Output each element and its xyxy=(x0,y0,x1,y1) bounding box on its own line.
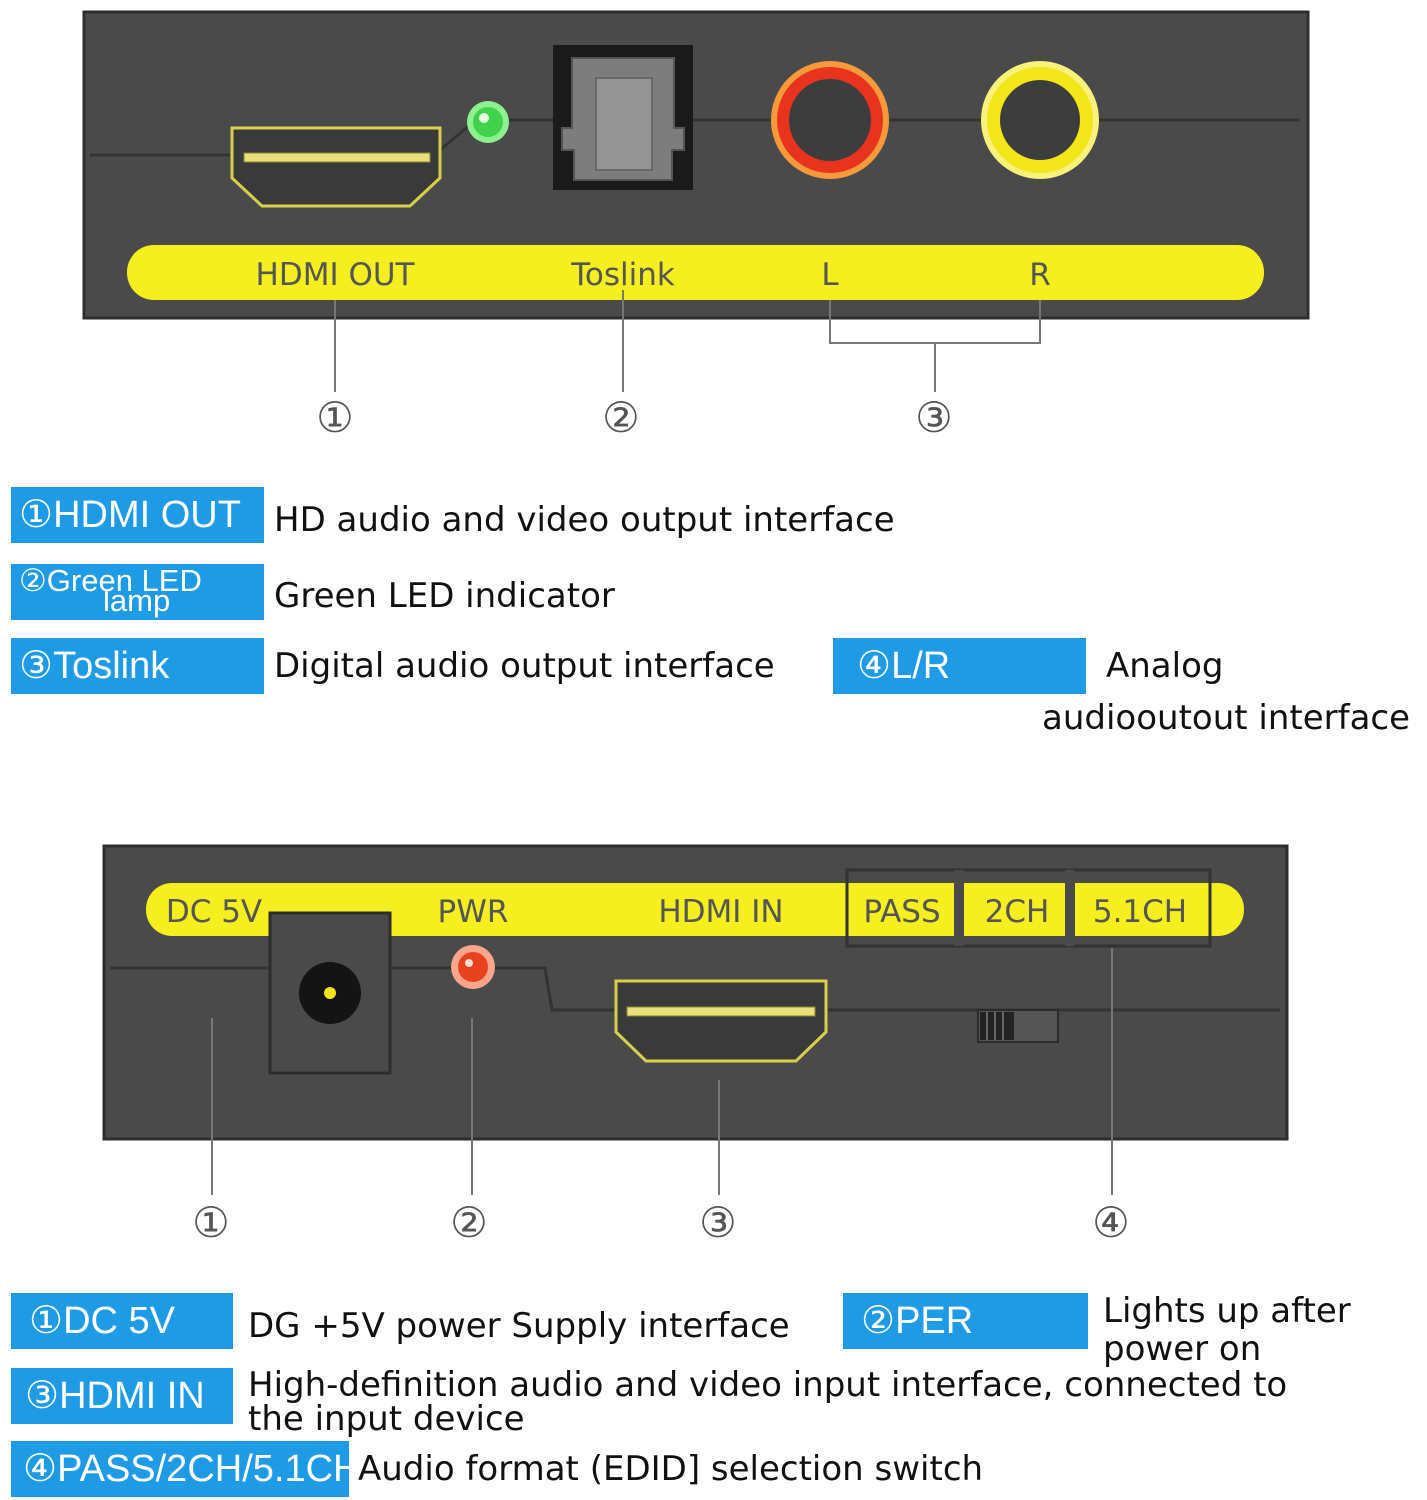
label-l: L xyxy=(821,257,839,293)
legend-desc-lr-line2: audiooutout interface xyxy=(1042,698,1411,738)
callout-2-top: ② xyxy=(602,393,640,442)
bottom-callouts xyxy=(211,948,1113,1195)
legend-desc-per-line2: power on xyxy=(1103,1329,1262,1369)
callout-1-top: ① xyxy=(316,393,354,442)
legend-desc-lr-line1: Analog xyxy=(1106,646,1224,686)
callout-1-bottom: ① xyxy=(192,1198,230,1247)
legend-desc-per-line1: Lights up after xyxy=(1103,1291,1351,1331)
label-r: R xyxy=(1029,257,1051,293)
legend-desc-dc5v: DG +5V power Supply interface xyxy=(248,1306,790,1346)
hdmi-out-port xyxy=(230,126,442,208)
legend-tag-toslink: ③Toslink xyxy=(11,638,264,694)
callout-4-bottom: ④ xyxy=(1092,1198,1130,1247)
legend-desc-hdmi-in-line1: High-definition audio and video input in… xyxy=(248,1365,1288,1405)
top-panel: HDMI OUT Toslink L R xyxy=(82,10,1310,320)
legend-desc-green-led: Green LED indicator xyxy=(274,576,615,616)
bottom-label-strip xyxy=(146,883,1244,936)
callout-2-bottom: ② xyxy=(450,1198,488,1247)
legend-tag-per: ②PER xyxy=(843,1293,1088,1349)
legend-tag-hdmi-out: ①HDMI OUT xyxy=(11,487,264,543)
label-hdmi-in: HDMI IN xyxy=(658,894,783,930)
legend-tag-green-led-line2: lamp xyxy=(103,583,171,618)
label-toslink: Toslink xyxy=(570,257,675,293)
label-pwr: PWR xyxy=(438,894,509,930)
label-2ch: 2CH xyxy=(985,894,1050,930)
legend-desc-hdmi-in-line2: the input device xyxy=(248,1399,525,1439)
legend-desc-toslink: Digital audio output interface xyxy=(274,646,775,686)
pwr-red-led xyxy=(451,945,495,989)
legend-tag-pass-2ch-51ch: ④PASS/2CH/5.1CH xyxy=(11,1441,349,1497)
legend-tag-green-led-line1: ②Green LED xyxy=(19,564,202,598)
top-label-strip xyxy=(127,245,1264,300)
label-dc5v: DC 5V xyxy=(166,894,262,930)
label-hdmi-out: HDMI OUT xyxy=(256,257,416,293)
top-callouts xyxy=(334,290,1041,392)
edid-slide-switch xyxy=(977,1009,1059,1043)
bottom-panel: DC 5V PWR HDMI IN PASS 2CH 5.1CH xyxy=(102,844,1289,1141)
legend-tag-dc5v: ①DC 5V xyxy=(11,1293,233,1349)
legend-desc-hdmi-out: HD audio and video output interface xyxy=(274,500,895,540)
hdmi-in-port xyxy=(614,979,828,1063)
legend-tag-green-led: ②Green LED lamp xyxy=(11,564,264,620)
green-led-lamp xyxy=(467,101,509,143)
label-pass: PASS xyxy=(863,894,940,930)
legend-tag-hdmi-in: ③HDMI IN xyxy=(11,1368,233,1424)
callout-3-bottom: ③ xyxy=(699,1198,737,1247)
callout-3-top: ③ xyxy=(915,393,953,442)
rca-left-red-jack xyxy=(771,61,889,179)
dc-5v-jack xyxy=(268,911,392,1075)
legend-tag-lr: ④L/R xyxy=(833,638,1086,694)
legend-desc-pass-2ch-51ch: Audio format (EDID] selection switch xyxy=(358,1449,984,1489)
label-5-1ch: 5.1CH xyxy=(1093,894,1187,930)
rca-right-yellow-jack xyxy=(981,61,1099,179)
switch-label-frame xyxy=(845,868,1212,948)
toslink-port xyxy=(553,45,693,190)
